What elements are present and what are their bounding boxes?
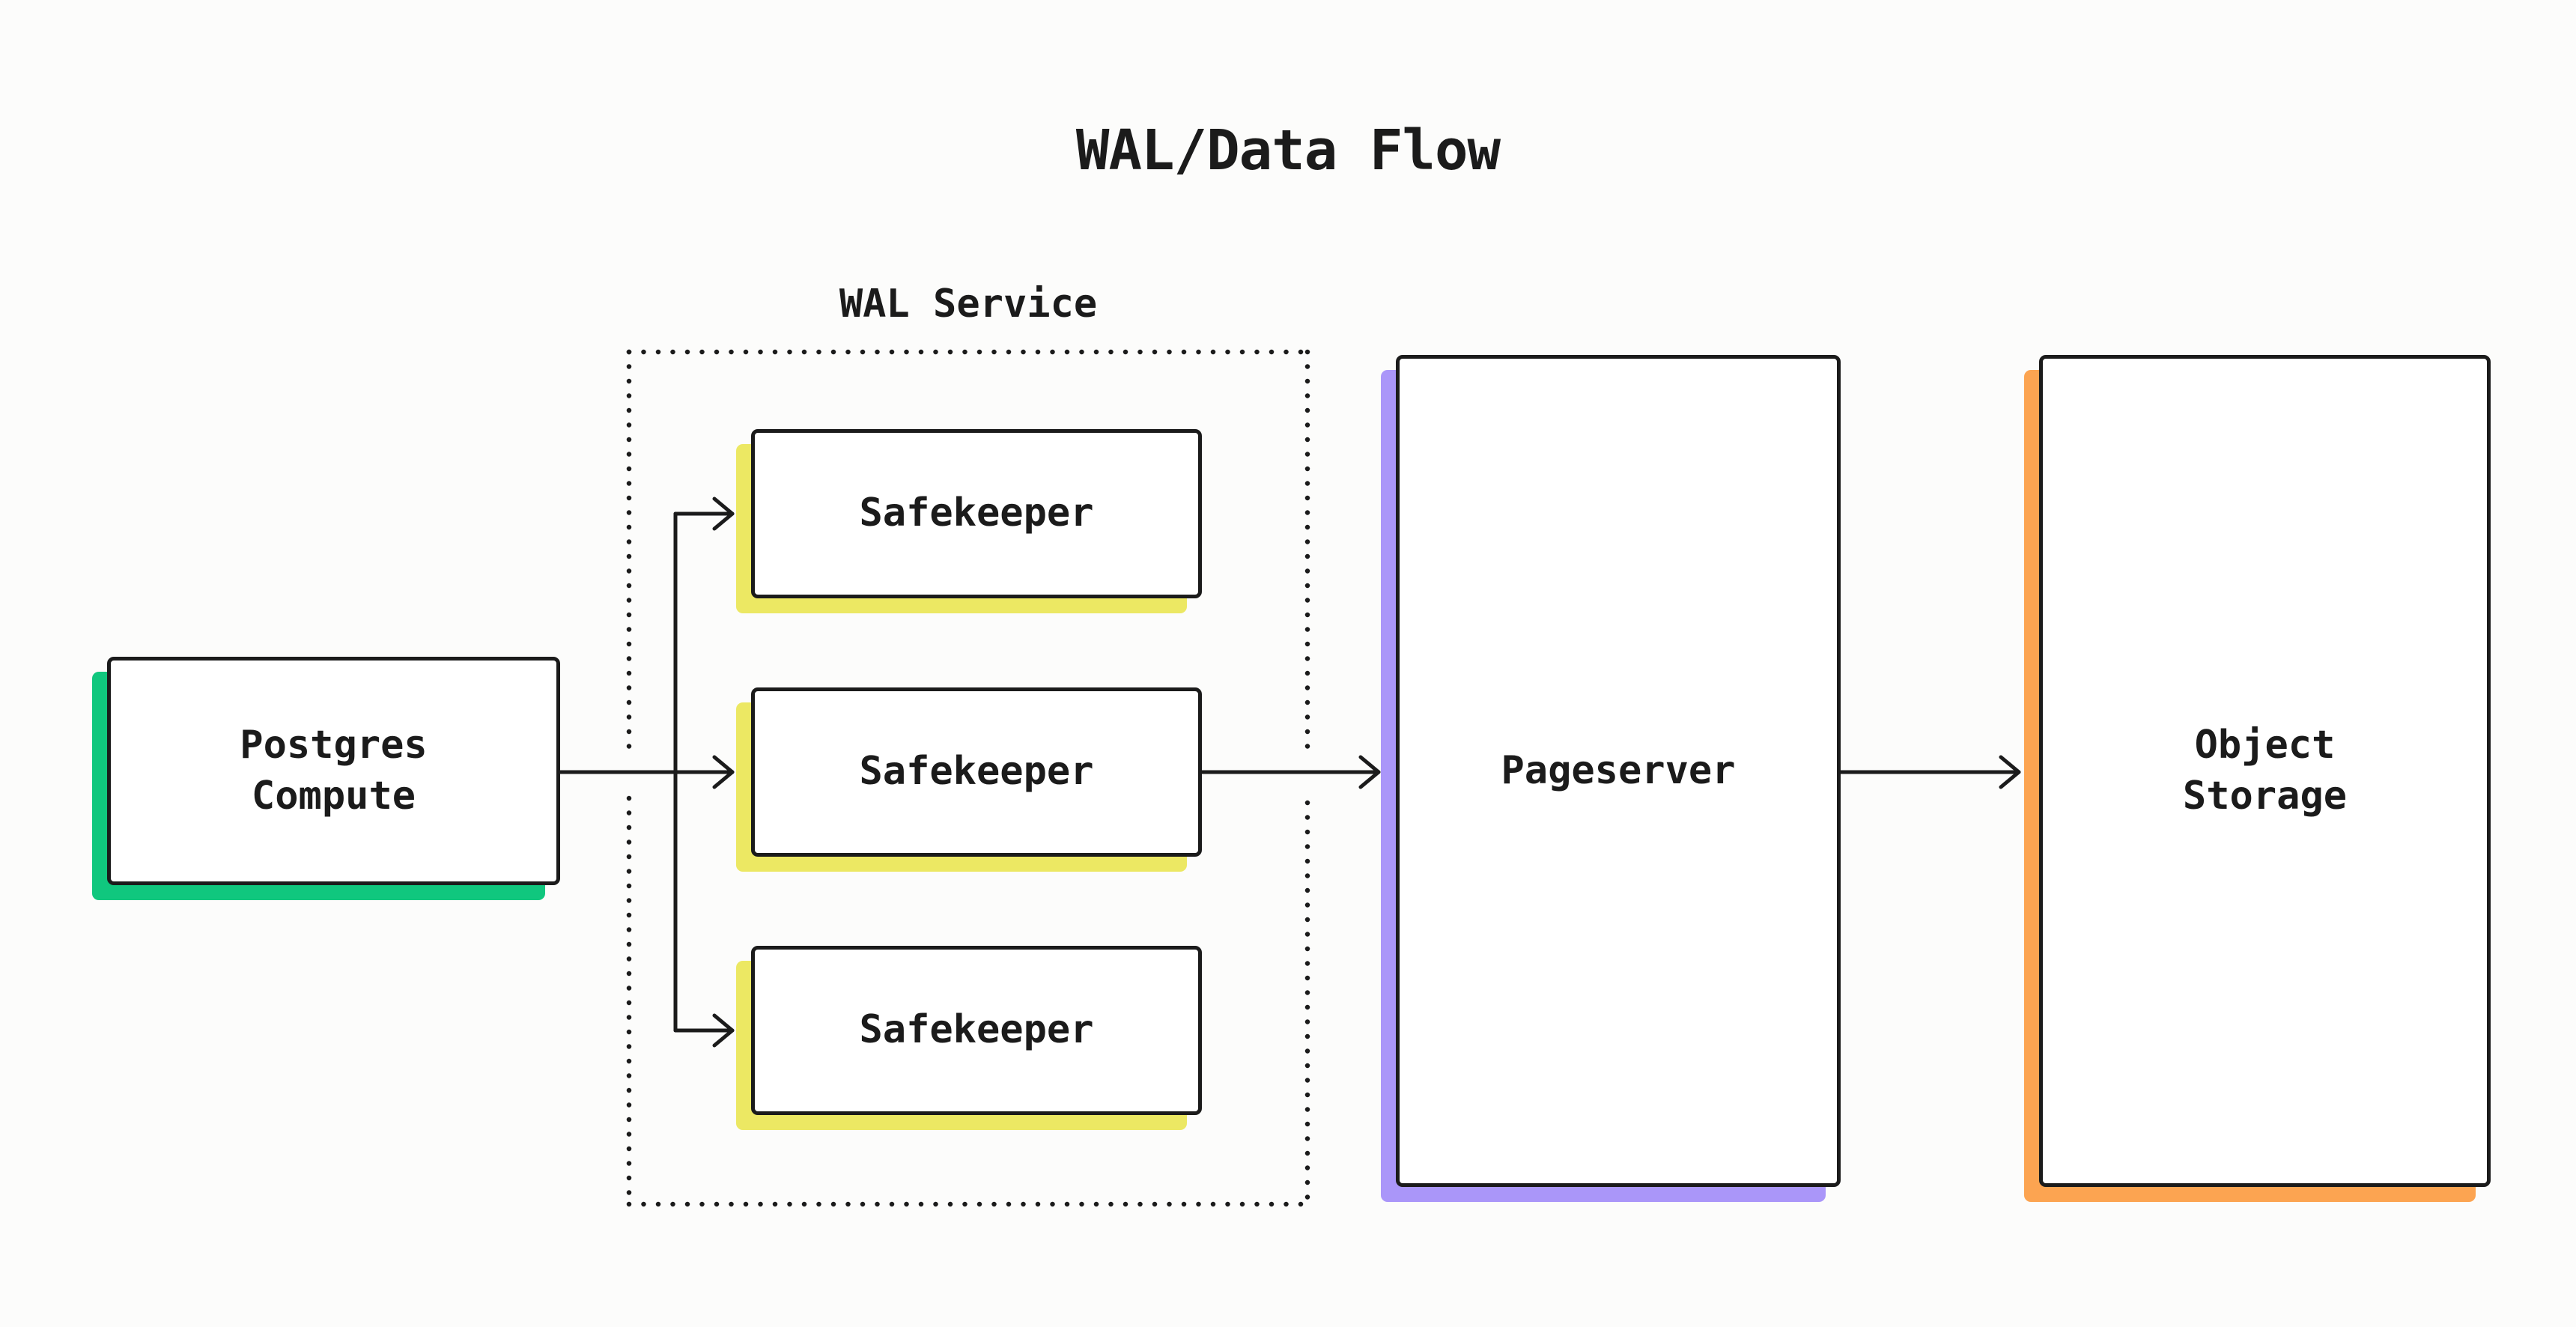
diagram-title: WAL/Data Flow (1075, 118, 1501, 183)
node-safekeeper-2: Safekeeper (751, 687, 1202, 857)
node-pageserver: Pageserver (1396, 355, 1841, 1187)
arrow-safekeeper-2-to-pageserver (1200, 755, 1381, 789)
node-safekeeper-1: Safekeeper (751, 429, 1202, 598)
object-storage-label: Object Storage (2182, 722, 2348, 819)
wal-service-label: WAL Service (839, 282, 1098, 327)
arrow-branch-to-safekeeper-1 (673, 497, 735, 531)
arrow-postgres-to-safekeeper-2 (558, 755, 735, 789)
safekeeper-2-label: Safekeeper (859, 749, 1094, 795)
safekeeper-3-label: Safekeeper (859, 1007, 1094, 1053)
safekeeper-1-label: Safekeeper (859, 491, 1094, 536)
postgres-compute-label: Postgres Compute (240, 722, 428, 819)
arrow-pageserver-to-object-storage (1838, 755, 2021, 789)
node-safekeeper-3: Safekeeper (751, 946, 1202, 1115)
node-postgres-compute: Postgres Compute (107, 657, 560, 885)
arrow-branch-to-safekeeper-3 (673, 1013, 735, 1048)
node-object-storage: Object Storage (2039, 355, 2491, 1187)
pageserver-label: Pageserver (1501, 747, 1736, 793)
